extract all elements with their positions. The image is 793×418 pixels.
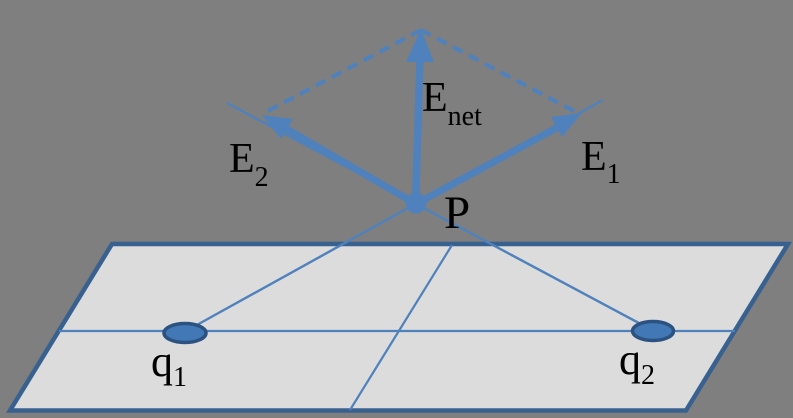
e1-vector-shaft xyxy=(414,122,562,208)
ray-from-q2-through-p xyxy=(226,101,653,332)
e2-vector-shaft xyxy=(283,124,418,208)
q2-label: q2 xyxy=(619,335,655,391)
e-net-arrowhead-icon xyxy=(406,29,434,62)
q1-label: q1 xyxy=(151,337,187,393)
e2-arrowhead-icon xyxy=(262,115,293,139)
charged-plane xyxy=(5,241,793,413)
point-p-dot xyxy=(405,192,427,214)
charge-q1-dot xyxy=(162,321,208,345)
dashed-line-apex-to-e1 xyxy=(420,28,575,113)
e-net-vector-shaft xyxy=(411,57,424,205)
plane-grid-slanted-line xyxy=(349,244,453,411)
dashed-line-apex-to-e2 xyxy=(265,28,422,114)
charge-q2-dot xyxy=(630,319,676,343)
e-net-label: Enet xyxy=(422,75,482,132)
e1-arrowhead-icon xyxy=(551,113,582,137)
e1-label: E1 xyxy=(581,134,621,190)
e2-label: E2 xyxy=(229,136,269,193)
point-p-label: P xyxy=(444,187,470,239)
